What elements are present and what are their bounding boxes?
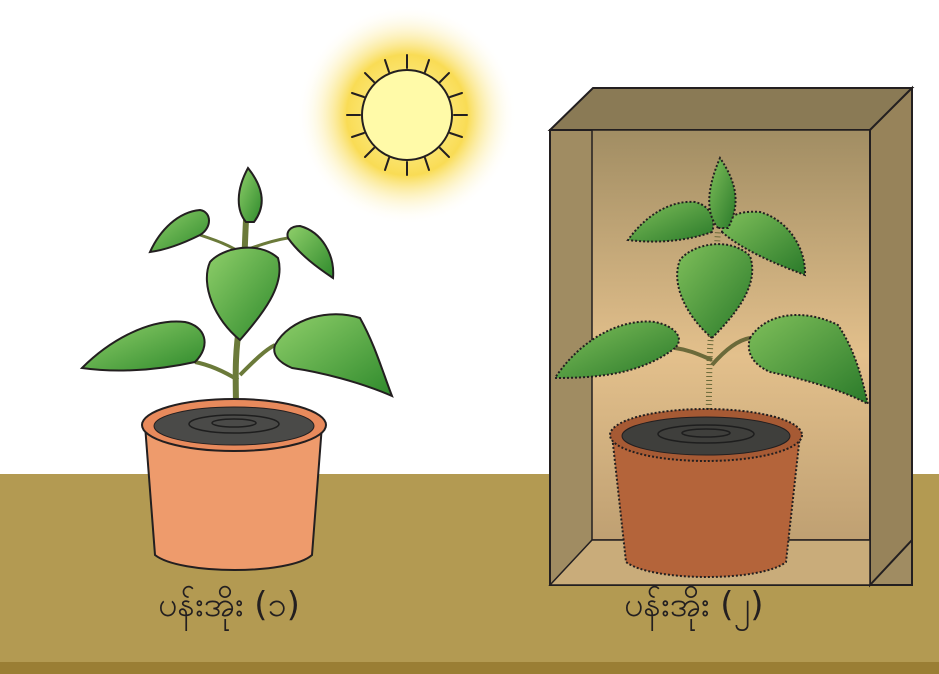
pot-2-label: ပန်းအိုး (၂) — [624, 585, 764, 625]
pot-1-label: ပန်းအိုး (၁) — [158, 585, 300, 625]
sun-icon — [297, 5, 517, 225]
